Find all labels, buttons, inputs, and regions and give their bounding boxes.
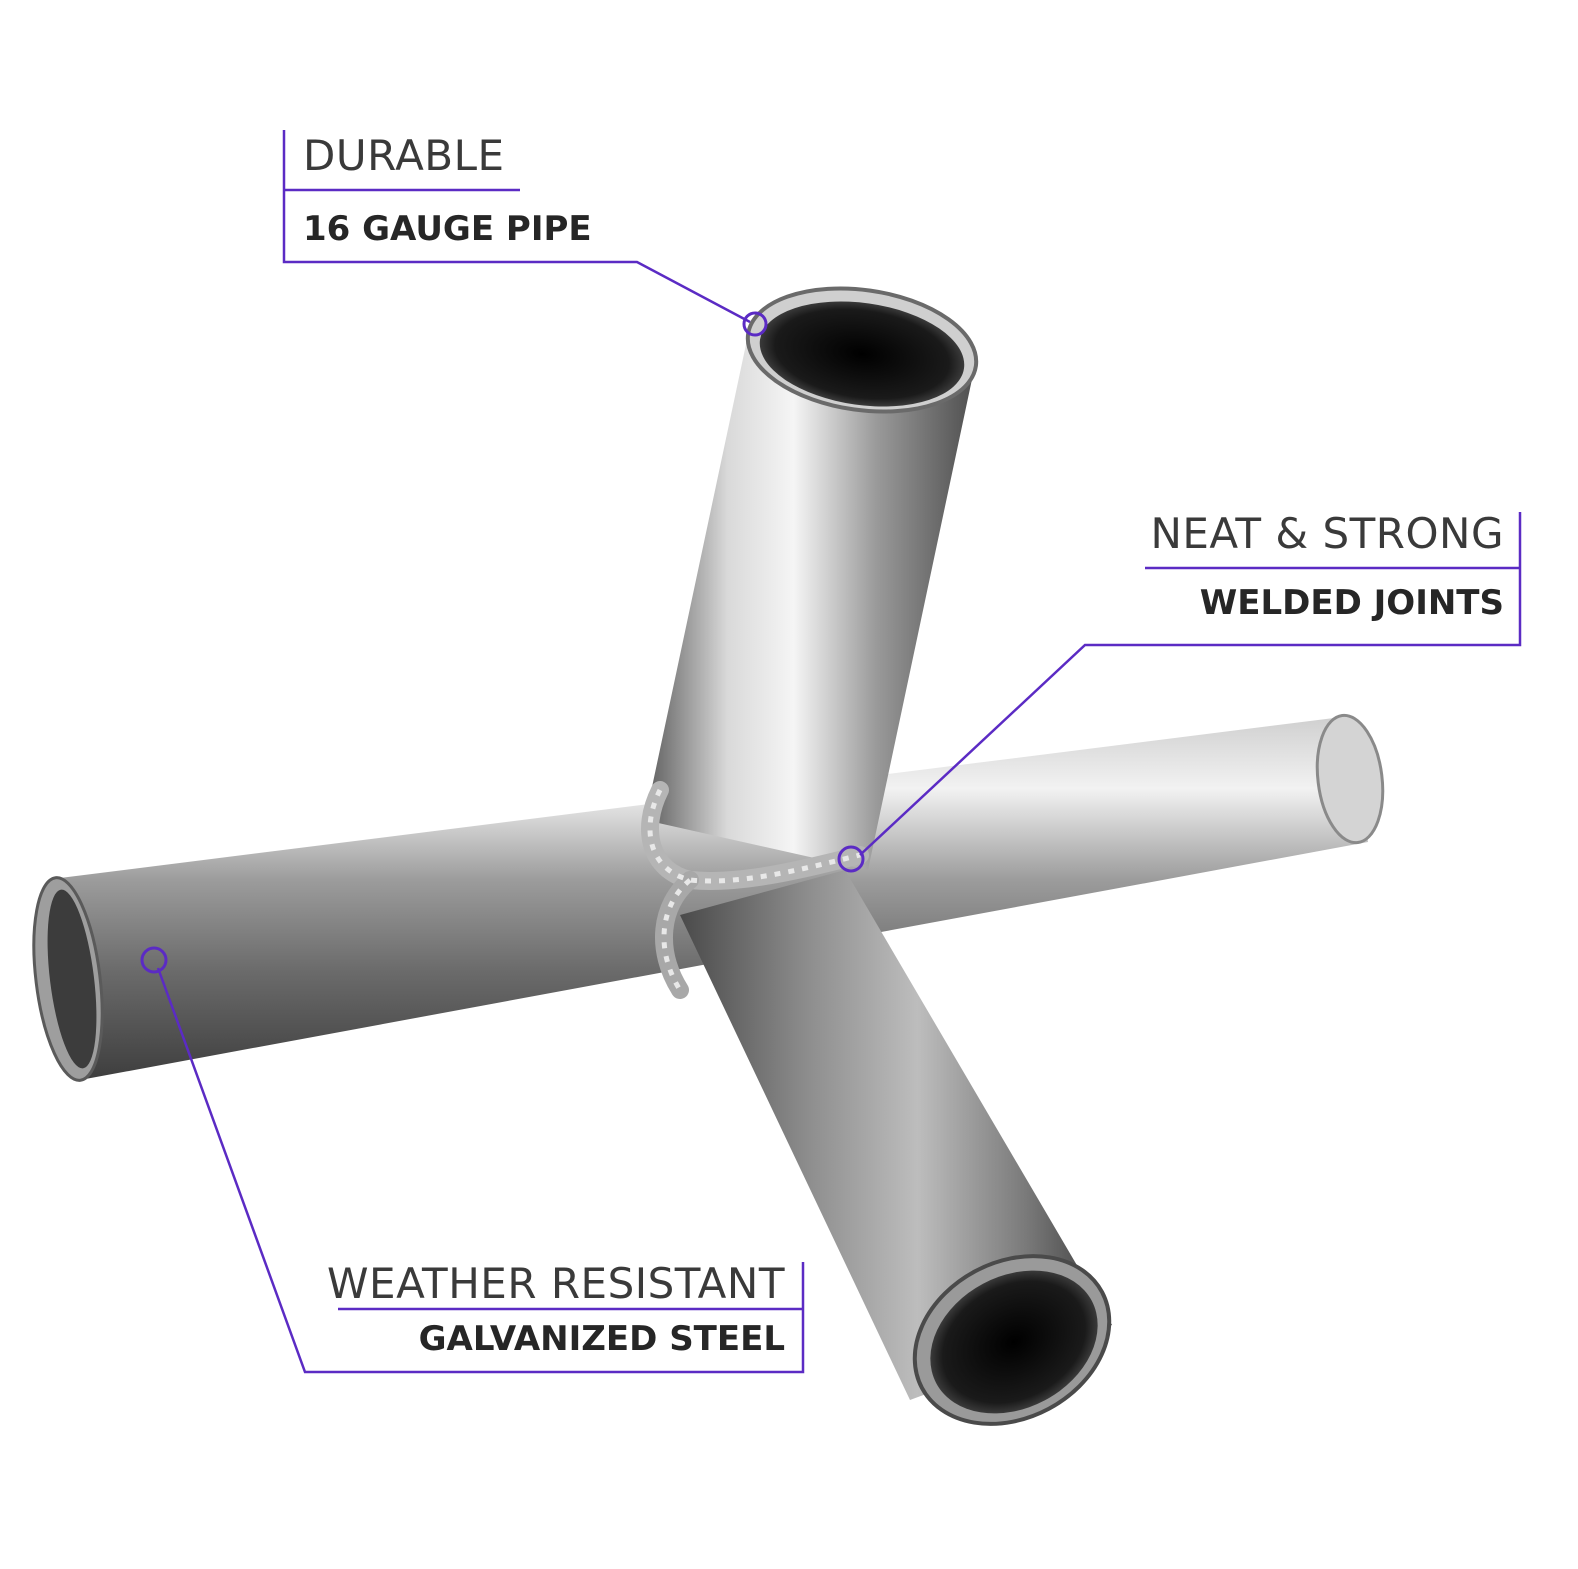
- callout-welded-title: NEAT & STRONG: [1150, 509, 1504, 558]
- callout-weather-title: WEATHER RESISTANT: [327, 1259, 785, 1308]
- callout-durable-title: DURABLE: [303, 131, 505, 180]
- callout-welded-subtitle: WELDED JOINTS: [1199, 583, 1504, 623]
- weld-seam: [641, 781, 869, 999]
- upward-pipe: [645, 286, 979, 870]
- callout-durable-subtitle: 16 GAUGE PIPE: [303, 209, 592, 249]
- callout-durable-line: [282, 130, 768, 337]
- horizontal-pipe: [32, 713, 1385, 1082]
- callout-welded-line: [837, 512, 1522, 873]
- downward-pipe: [680, 870, 1112, 1426]
- callout-weather-line: [140, 946, 805, 1374]
- callout-weather-subtitle: GALVANIZED STEEL: [418, 1319, 785, 1359]
